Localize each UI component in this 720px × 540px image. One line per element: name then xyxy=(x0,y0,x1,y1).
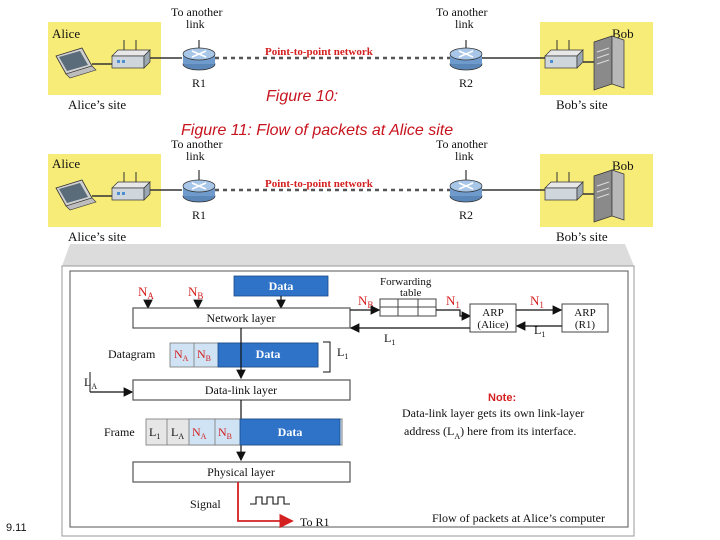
router-r1-icon xyxy=(182,47,216,71)
arp-r1-line2: (R1) xyxy=(575,319,596,331)
link1-line2: link xyxy=(186,17,205,31)
link1-line1-2: To another xyxy=(171,137,222,151)
l1-right-label: L1 xyxy=(534,323,545,339)
nb-label: NB xyxy=(188,284,203,301)
alice-site-label: Alice’s site xyxy=(68,97,126,112)
frame-data-box xyxy=(239,418,341,446)
datagram-data-box xyxy=(217,342,319,368)
alice-label-2: Alice xyxy=(52,156,80,171)
datagram-na: NA xyxy=(174,347,189,363)
frame-la: LA xyxy=(171,425,184,441)
router-r2-icon-2 xyxy=(449,179,483,203)
zoom-wedge xyxy=(62,244,634,266)
bob-label-2: Bob xyxy=(612,158,634,173)
datagram-nb: NB xyxy=(197,347,211,363)
alice-computer-detail: NA NB Data Network layer Forwarding tabl… xyxy=(61,265,635,537)
detail-caption: Flow of packets at Alice’s computer xyxy=(432,511,605,525)
arp-alice-line1: ARP xyxy=(482,307,503,319)
note-title: Note: xyxy=(488,392,516,404)
network-label-2: Point-to-point network xyxy=(265,178,374,190)
signal-arrow xyxy=(237,482,294,529)
link1-line1: To another xyxy=(171,5,222,19)
arp-r1-line1: ARP xyxy=(574,307,595,319)
arp-alice-box xyxy=(469,303,517,333)
note-line2: address (LA) here from its interface. xyxy=(404,424,576,441)
bob-label: Bob xyxy=(612,26,634,41)
figure-11: Alice Bob xyxy=(48,120,653,244)
datalink-layer-label: Data-link layer xyxy=(205,383,277,397)
forwarding-table-line2: table xyxy=(400,287,421,299)
figure-10: Alice Bob xyxy=(48,5,653,112)
router-r1-icon-2 xyxy=(182,179,216,203)
alice-site-label-2: Alice’s site xyxy=(68,229,126,244)
frame-data-label: Data xyxy=(278,425,303,439)
frame-l1: L1 xyxy=(149,425,160,441)
data-top-label: Data xyxy=(269,279,294,293)
server-icon-2 xyxy=(593,169,625,223)
laptop-icon-2 xyxy=(55,179,97,211)
frame-label: Frame xyxy=(104,425,135,439)
server-icon xyxy=(593,35,625,91)
bob-site-label-2: Bob’s site xyxy=(556,229,608,244)
network-label: Point-to-point network xyxy=(265,46,374,58)
to-r1-label: To R1 xyxy=(300,515,330,529)
link2-line1-2: To another xyxy=(436,137,487,151)
la-label: LA xyxy=(84,375,97,391)
frame-nb: NB xyxy=(218,425,232,441)
alice-label: Alice xyxy=(52,26,80,41)
n1-out-label: N1 xyxy=(446,293,460,310)
r2-label-2: R2 xyxy=(459,208,473,222)
datagram-label: Datagram xyxy=(108,347,156,361)
link2-line2: link xyxy=(455,17,474,31)
datagram-data-label: Data xyxy=(256,347,281,361)
arp-alice-line2: (Alice) xyxy=(477,319,508,331)
link2-line2-2: link xyxy=(455,149,474,163)
r1-label-2: R1 xyxy=(192,208,206,222)
figure-10-caption: Figure 10: xyxy=(266,88,338,105)
note-line1: Data-link layer gets its own link-layer xyxy=(402,406,584,420)
na-label: NA xyxy=(138,284,154,301)
bob-site-label: Bob’s site xyxy=(556,97,608,112)
link2-line1: To another xyxy=(436,5,487,19)
r1-label: R1 xyxy=(192,76,206,90)
switch-bob-icon-2 xyxy=(544,172,584,201)
figure-11-caption: Figure 11: Flow of packets at Alice site xyxy=(181,122,453,139)
nb-in-label: NB xyxy=(358,293,373,310)
l1-side-label: L1 xyxy=(337,345,348,361)
forwarding-table xyxy=(379,298,437,317)
switch-bob-icon xyxy=(544,40,584,69)
arp-r1-box xyxy=(561,303,609,333)
laptop-icon xyxy=(55,47,97,79)
link1-line2-2: link xyxy=(186,149,205,163)
frame-na: NA xyxy=(192,425,207,441)
r2-label: R2 xyxy=(459,76,473,90)
slide-number: 9.11 xyxy=(6,522,27,534)
switch-icon xyxy=(111,40,151,69)
router-r2-icon xyxy=(449,47,483,71)
switch-icon-2 xyxy=(111,172,151,201)
signal-wave xyxy=(250,496,290,505)
signal-label: Signal xyxy=(190,497,221,511)
physical-layer-box xyxy=(132,461,351,483)
physical-layer-label: Physical layer xyxy=(207,465,275,479)
forwarding-table-line1: Forwarding xyxy=(380,276,432,288)
network-layer-label: Network layer xyxy=(207,311,276,325)
l1-back-label: L1 xyxy=(384,331,395,347)
n1-arp-label: N1 xyxy=(530,293,544,310)
